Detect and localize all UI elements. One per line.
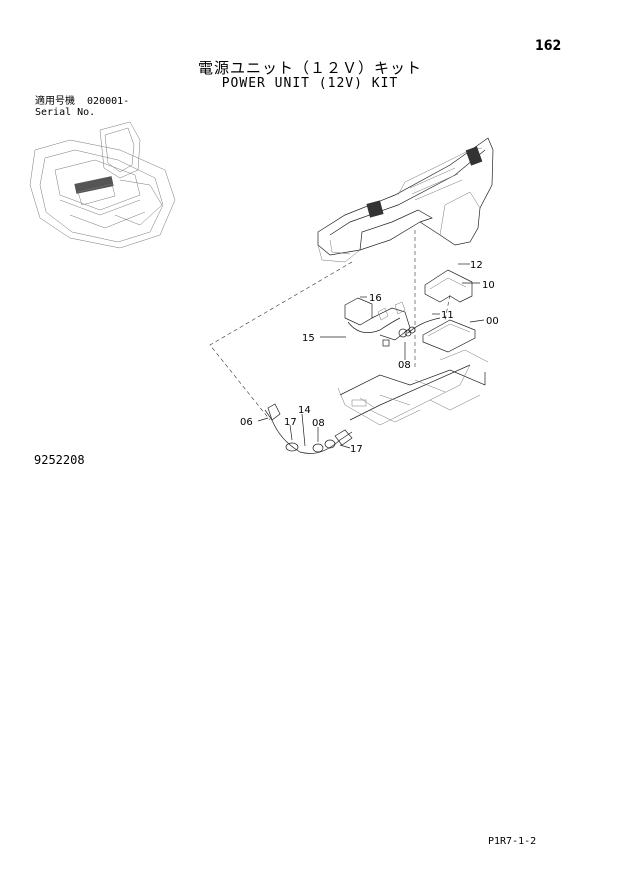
- serial-info: 適用号機 020001- Serial No.: [35, 96, 129, 118]
- callout-08-upper: 08: [398, 360, 411, 371]
- callout-08-lower: 08: [312, 418, 325, 429]
- power-unit: [404, 317, 476, 353]
- callout-17-right: 17: [350, 444, 363, 455]
- document-number: 9252208: [34, 453, 85, 467]
- callout-11: 11: [441, 310, 454, 321]
- serial-label-jp: 適用号機: [35, 96, 75, 107]
- title-english: POWER UNIT (12V) KIT: [221, 76, 399, 91]
- footer-code: P1R7-1-2: [488, 836, 537, 847]
- callout-00: 00: [486, 316, 499, 327]
- machine-thumbnail: [29, 121, 176, 249]
- callout-06: 06: [240, 417, 253, 428]
- serial-value: 020001-: [87, 96, 130, 107]
- bracket-plate: [424, 269, 473, 303]
- callout-15: 15: [302, 333, 315, 344]
- title-japanese: 電源ユニット（１２Ｖ）キット: [197, 59, 422, 77]
- callout-17-left: 17: [284, 417, 297, 428]
- callout-16: 16: [369, 293, 382, 304]
- floor-structure: [337, 349, 489, 426]
- page-number: 162: [535, 38, 562, 54]
- dashed-harness-path: [209, 261, 353, 421]
- wire-harness: [264, 403, 353, 454]
- serial-label-en: Serial No.: [35, 107, 96, 118]
- callout-10: 10: [482, 280, 495, 291]
- callout-12: 12: [470, 260, 483, 271]
- leader-lines: [257, 263, 485, 449]
- serial-line-jp: 適用号機 020001-: [35, 96, 129, 107]
- relay-assembly: [344, 297, 416, 347]
- dashed-leader-2: [444, 294, 451, 321]
- dash-panel: [317, 137, 494, 263]
- callout-14: 14: [298, 405, 311, 416]
